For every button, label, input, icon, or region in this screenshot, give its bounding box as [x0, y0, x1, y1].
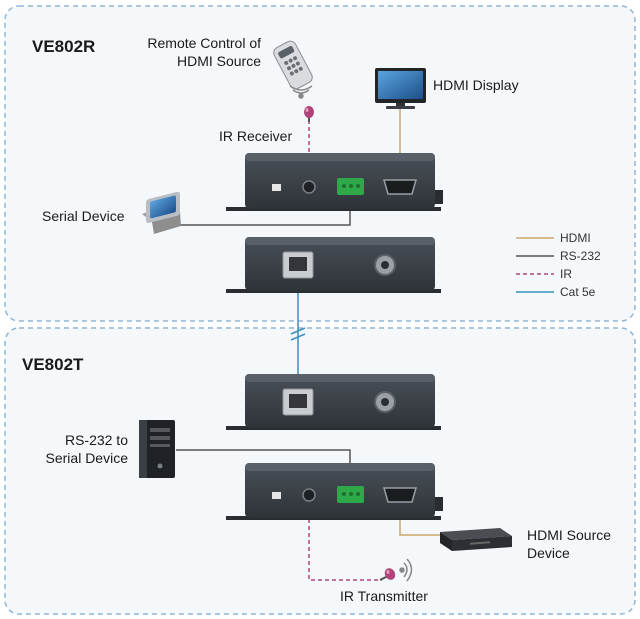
- ir-transmitter-signal-waves-icon: [399, 558, 413, 582]
- power-switch: [272, 184, 281, 191]
- legend: HDMI RS-232 IR Cat 5e: [516, 231, 601, 299]
- power-switch: [272, 492, 281, 499]
- ve802r-back-unit: [226, 237, 441, 293]
- remote-control-label-line1: Remote Control of: [147, 35, 261, 51]
- computer-tower-icon: [139, 420, 175, 478]
- hdmi-port: [383, 179, 417, 195]
- hdmi-display-icon: [375, 68, 426, 109]
- hdmi-source-label-line1: HDMI Source: [527, 527, 611, 543]
- hdmi-port: [383, 487, 417, 503]
- ir-port: [302, 180, 316, 194]
- legend-item: Cat 5e: [516, 285, 596, 299]
- remote-control-icon: [273, 40, 313, 90]
- legend-label: Cat 5e: [560, 285, 596, 299]
- ir-transmitter-cable: [308, 505, 382, 581]
- legend-item: IR: [516, 267, 572, 281]
- rs232-label-line2: Serial Device: [46, 450, 129, 466]
- ir-port: [302, 488, 316, 502]
- legend-label: RS-232: [560, 249, 601, 263]
- ir-receiver-sensor-icon: [304, 106, 314, 122]
- remote-signal-waves-icon: [289, 85, 313, 99]
- legend-label: IR: [560, 267, 572, 281]
- rs232-label-line1: RS-232 to: [65, 432, 128, 448]
- ve802t-front-unit: [226, 463, 443, 520]
- legend-item: HDMI: [516, 231, 591, 245]
- ve802r-front-unit: [226, 153, 443, 211]
- hdmi-source-device-icon: [440, 528, 512, 551]
- cat5e-break-mark-1: [290, 327, 306, 335]
- serial-device-icon: [142, 191, 181, 234]
- legend-label: HDMI: [560, 231, 591, 245]
- hdmi-display-label: HDMI Display: [433, 77, 519, 93]
- cat5e-break-mark-2: [290, 333, 306, 341]
- ir-transmitter-emitter-icon: [379, 568, 396, 581]
- receiver-section-title: VE802R: [32, 37, 95, 56]
- transmitter-section-title: VE802T: [22, 355, 84, 374]
- legend-item: RS-232: [516, 249, 601, 263]
- ir-receiver-label: IR Receiver: [219, 128, 292, 144]
- ve802t-back-unit: [226, 374, 441, 430]
- remote-control-label-line2: HDMI Source: [177, 53, 261, 69]
- serial-device-label: Serial Device: [42, 208, 125, 224]
- hdmi-source-label-line2: Device: [527, 545, 570, 561]
- ir-transmitter-label: IR Transmitter: [340, 588, 428, 604]
